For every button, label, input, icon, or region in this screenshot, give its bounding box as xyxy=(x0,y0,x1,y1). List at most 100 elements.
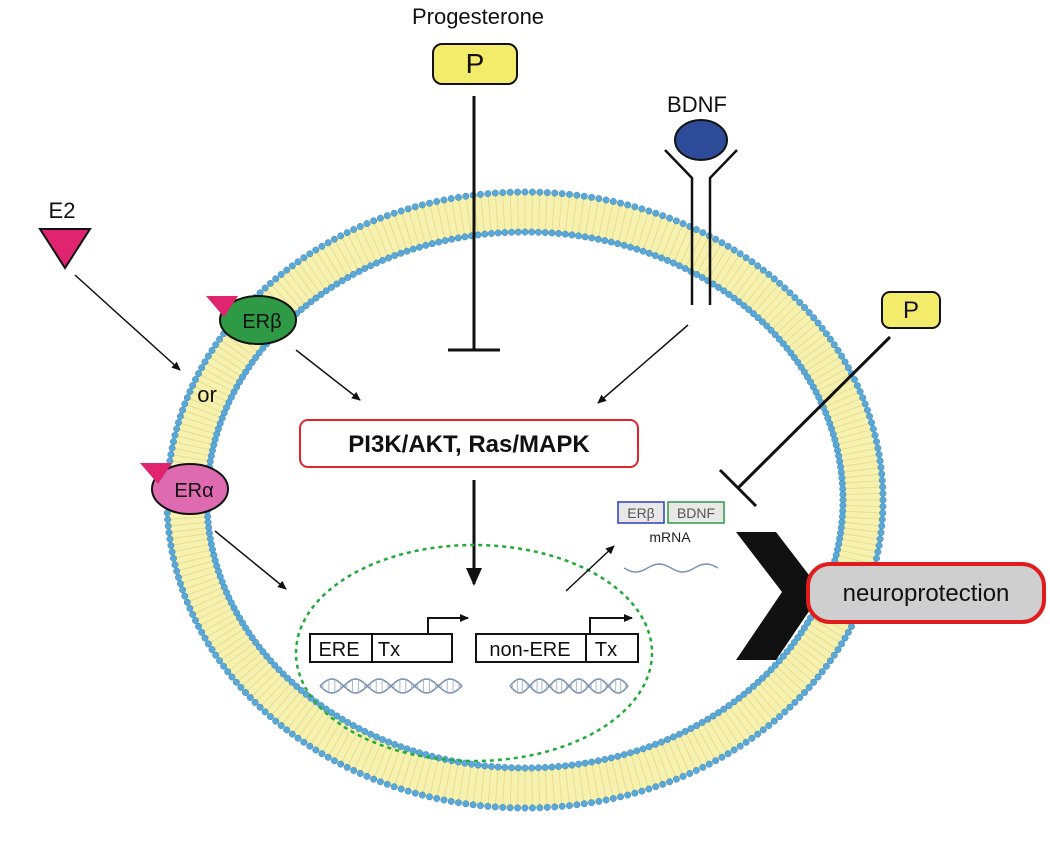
membrane-tail xyxy=(298,263,321,294)
membrane-tail xyxy=(293,267,316,297)
membrane-head xyxy=(602,196,610,204)
membrane-tail xyxy=(758,289,784,317)
membrane-head xyxy=(588,193,595,201)
membrane-head xyxy=(338,715,346,723)
membrane-tail xyxy=(591,763,599,800)
membrane-head xyxy=(171,431,179,439)
membrane-tail xyxy=(734,267,757,297)
membrane-head xyxy=(790,354,798,362)
membrane-tail xyxy=(465,766,472,802)
membrane-head xyxy=(790,638,798,646)
membrane-tail xyxy=(780,313,808,339)
membrane-tail xyxy=(739,271,763,301)
membrane-tail xyxy=(697,727,716,760)
membrane-head xyxy=(877,529,885,537)
membrane-head xyxy=(179,586,187,594)
membrane-tail xyxy=(578,766,585,802)
membrane-head xyxy=(251,698,259,706)
membrane-tail xyxy=(203,368,236,387)
membrane-tail xyxy=(367,741,383,775)
membrane-head xyxy=(801,689,808,696)
membrane-head xyxy=(181,400,189,408)
membrane-head xyxy=(561,230,569,238)
cell-membrane xyxy=(163,188,887,812)
membrane-tail xyxy=(691,237,709,270)
membrane-head xyxy=(679,220,687,228)
tx2-label: Tx xyxy=(595,639,617,661)
membrane-head xyxy=(543,803,551,811)
membrane-tail xyxy=(551,769,555,805)
membrane-tail xyxy=(617,758,628,794)
membrane-head xyxy=(344,719,352,726)
membrane-head xyxy=(534,764,542,772)
membrane-head xyxy=(692,226,700,233)
membrane-head xyxy=(561,762,569,770)
membrane-head xyxy=(725,702,733,710)
membrane-head xyxy=(759,726,767,734)
membrane-tail xyxy=(844,486,881,490)
membrane-tail xyxy=(843,521,880,527)
membrane-head xyxy=(216,335,224,343)
membrane-tail xyxy=(316,251,337,283)
membrane-tail xyxy=(173,544,210,552)
membrane-tail xyxy=(422,206,433,242)
membrane-head xyxy=(462,800,470,808)
membrane-head xyxy=(822,330,830,338)
membrane-head xyxy=(528,804,536,812)
membrane-head xyxy=(176,412,184,420)
membrane-head xyxy=(474,231,482,239)
membrane-head xyxy=(307,298,315,306)
membrane-tail xyxy=(509,194,512,231)
membrane-tail xyxy=(328,244,348,276)
membrane-head xyxy=(875,542,883,549)
membrane-head xyxy=(536,804,544,812)
membrane-head xyxy=(620,751,628,759)
non-ere-gene-box xyxy=(475,633,639,663)
membrane-head xyxy=(551,189,559,197)
membrane-head xyxy=(781,284,789,292)
membrane-head xyxy=(580,800,588,808)
membrane-head xyxy=(581,759,589,767)
membrane-tail xyxy=(217,633,248,655)
membrane-head xyxy=(255,349,263,357)
membrane-head xyxy=(851,376,858,383)
membrane-head xyxy=(248,634,256,642)
membrane-head xyxy=(198,364,206,372)
membrane-head xyxy=(693,722,701,730)
membrane-tail xyxy=(451,763,459,800)
membrane-tail xyxy=(667,225,683,259)
membrane-tail xyxy=(374,743,389,778)
membrane-head xyxy=(666,214,674,222)
progesterone-right-inhibit-bar xyxy=(718,468,758,508)
membrane-tail xyxy=(729,263,752,294)
membrane-head xyxy=(595,797,603,805)
membrane-head xyxy=(698,719,706,726)
membrane-tail xyxy=(380,746,395,781)
membrane-head xyxy=(477,190,484,198)
membrane-tail xyxy=(194,598,228,614)
membrane-tail xyxy=(702,244,722,276)
membrane-tail xyxy=(843,527,880,533)
membrane-head xyxy=(776,713,784,721)
membrane-head xyxy=(324,239,332,247)
membrane-head xyxy=(602,796,610,804)
membrane-head xyxy=(403,745,411,753)
membrane-head xyxy=(607,754,615,762)
membrane-tail xyxy=(697,240,716,273)
membrane-head xyxy=(337,232,345,240)
membrane-tail xyxy=(611,759,621,795)
membrane-head xyxy=(879,509,887,517)
membrane-head xyxy=(652,783,660,791)
chevron-right-icon xyxy=(736,532,822,660)
membrane-head xyxy=(528,764,536,772)
membrane-head xyxy=(748,258,756,266)
er-beta-label: ERβ xyxy=(242,311,281,333)
membrane-head xyxy=(192,617,199,624)
membrane-head xyxy=(800,368,808,376)
membrane-head xyxy=(167,451,175,458)
membrane-tail xyxy=(808,623,841,644)
membrane-head xyxy=(195,622,202,630)
membrane-head xyxy=(176,580,184,588)
membrane-head xyxy=(826,657,834,665)
membrane-head xyxy=(551,803,559,811)
